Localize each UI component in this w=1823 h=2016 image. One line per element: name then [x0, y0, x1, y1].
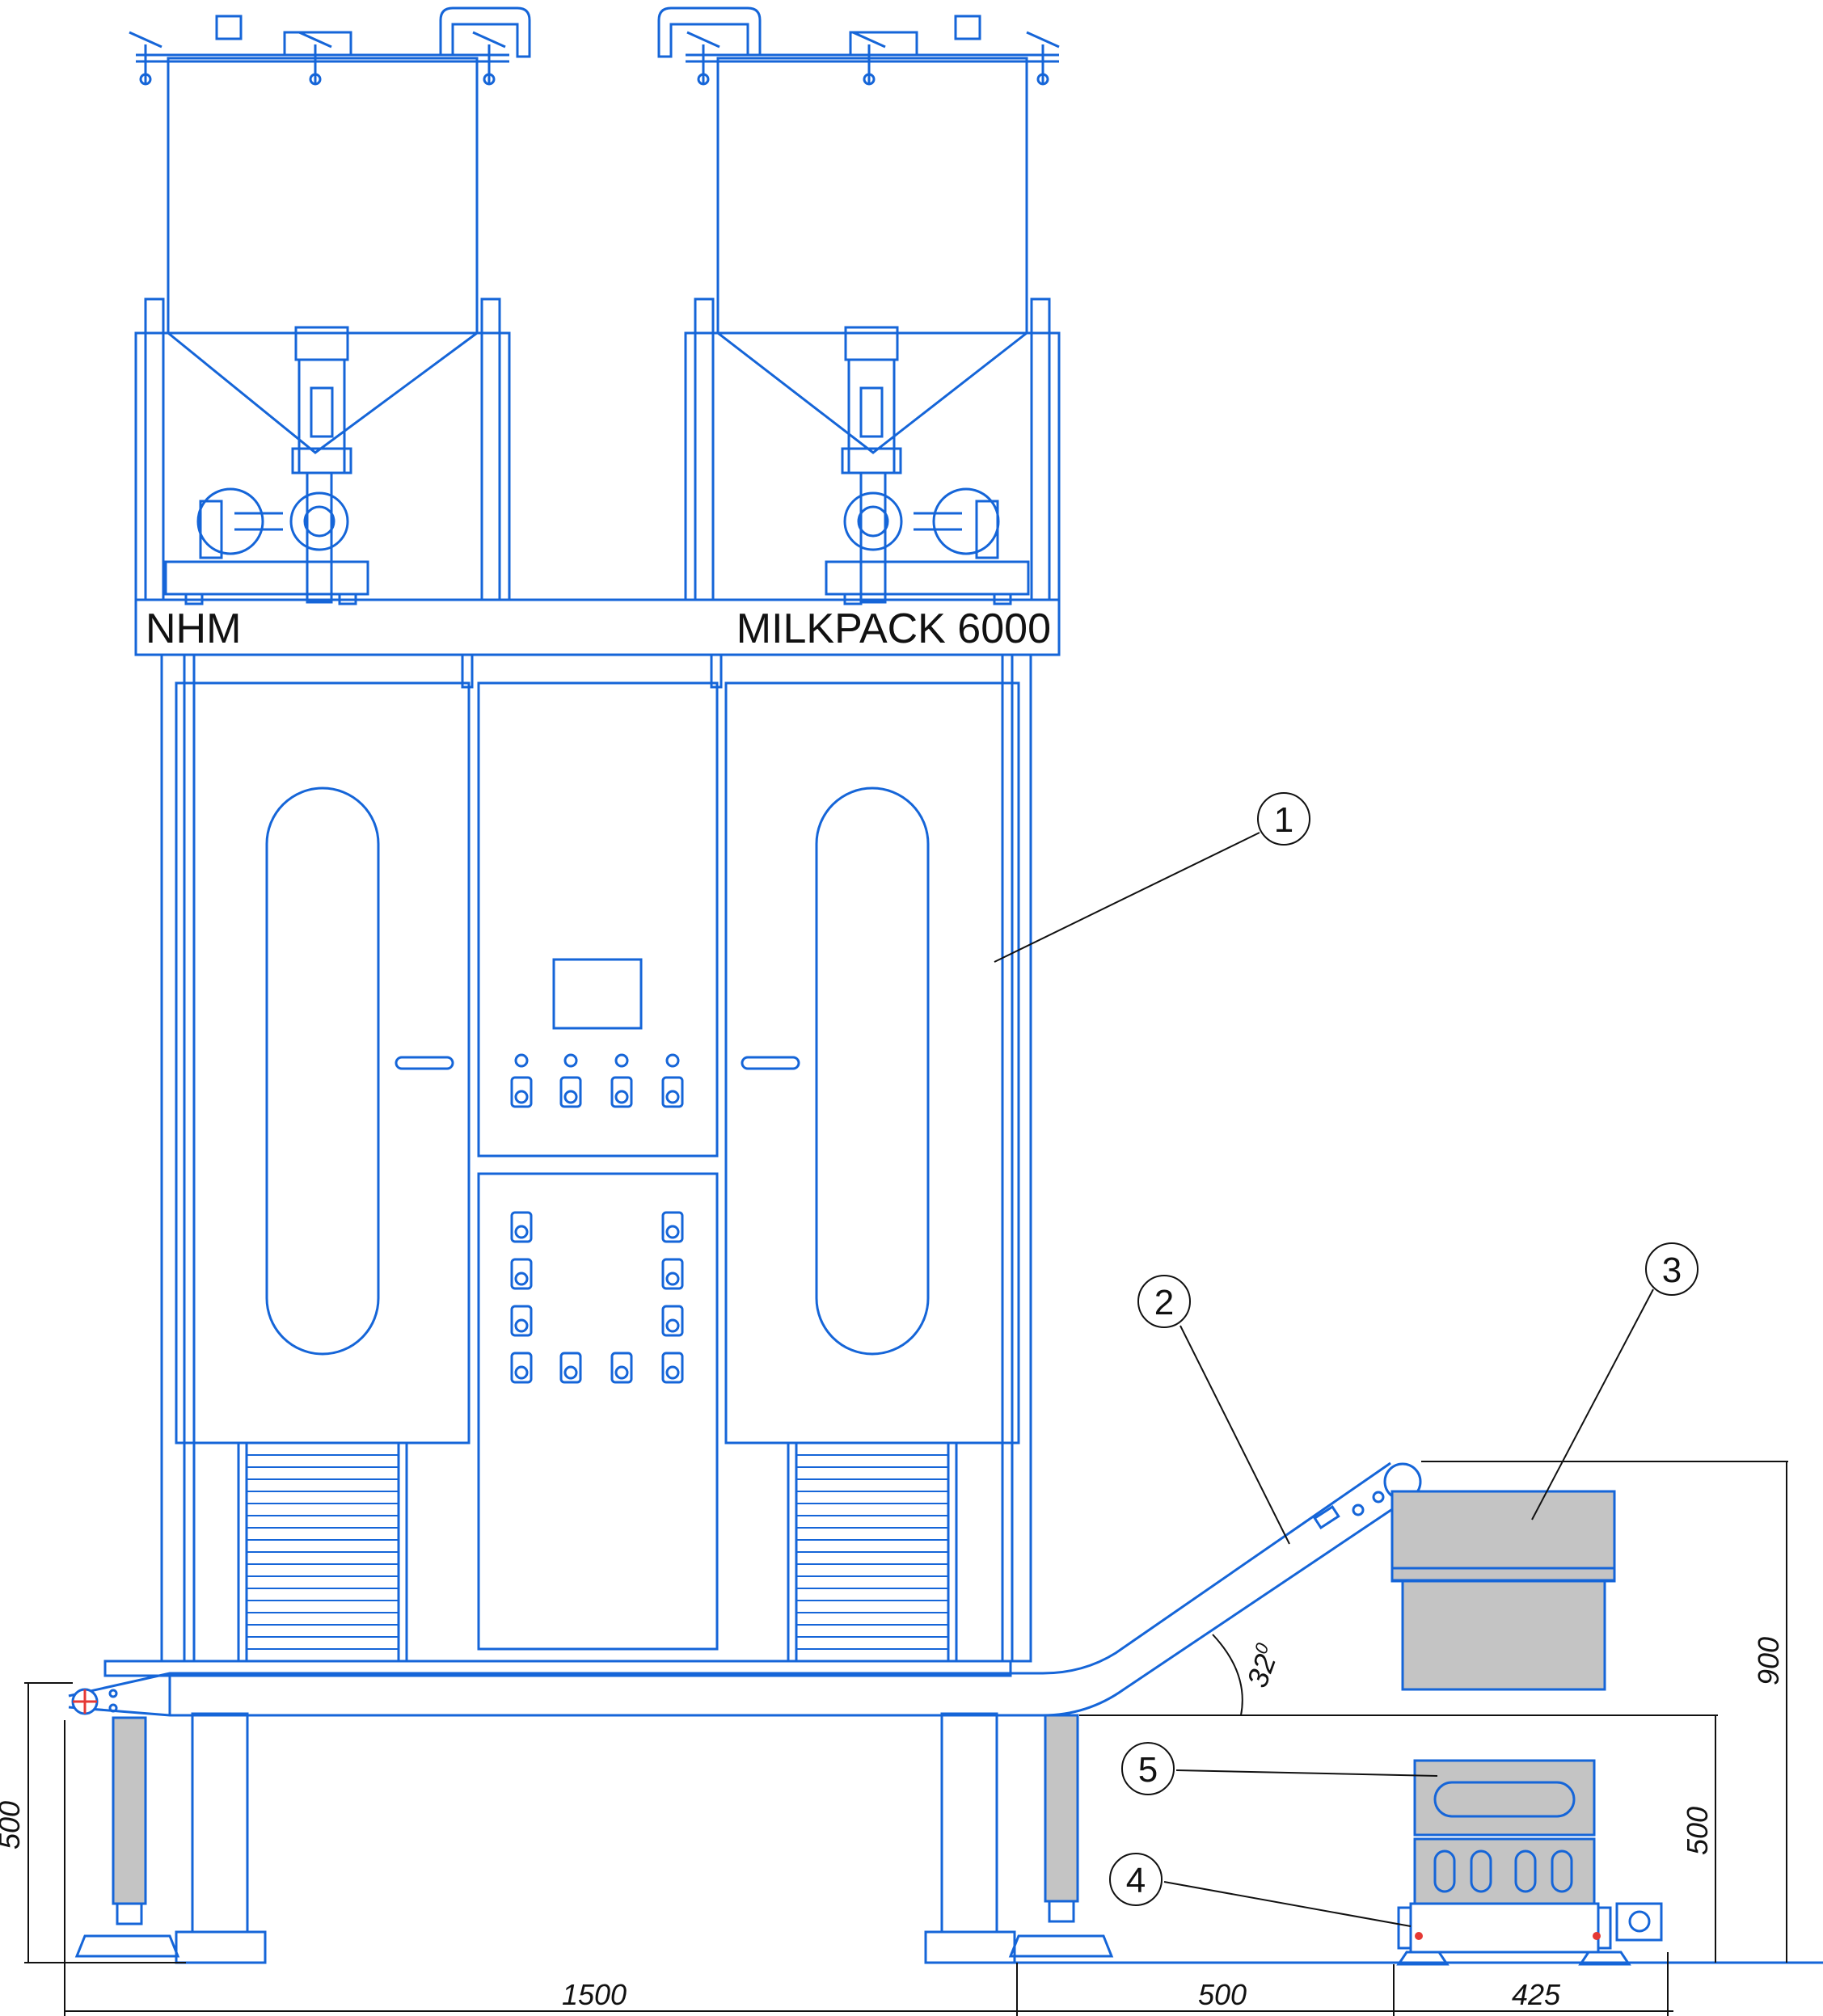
- callout-1: 1: [1274, 800, 1293, 840]
- conveyor: [68, 1461, 1422, 1958]
- hopper: [1390, 1490, 1616, 1691]
- indicator-lamps: [514, 1053, 680, 1068]
- switch-icons-lower: [510, 1211, 684, 1384]
- dim-height-left: 500: [0, 1801, 26, 1849]
- dim-height-right-high: 900: [1752, 1637, 1785, 1685]
- clamp-icons-right: [686, 31, 1060, 86]
- left-window: [265, 787, 380, 1356]
- dim-width-unit: 425: [1512, 1978, 1561, 2011]
- display-screen: [552, 958, 643, 1030]
- nameplate-right-text: MILKPACK 6000: [736, 605, 1051, 652]
- leg-left: [191, 1712, 249, 1934]
- switch-icons-upper: [510, 1076, 684, 1108]
- callout-3: 3: [1662, 1251, 1682, 1290]
- dim-height-right-low: 500: [1681, 1807, 1714, 1855]
- tank-left: [129, 6, 531, 605]
- unit: [1396, 1759, 1663, 1966]
- callout-2: 2: [1154, 1283, 1174, 1322]
- right-vent-grille: [787, 1441, 958, 1663]
- dimension-lines: [24, 1461, 1788, 2016]
- dim-angle: 320: [1239, 1640, 1286, 1692]
- leg-right: [940, 1712, 998, 1934]
- clamp-icons-left: [129, 31, 506, 86]
- right-window: [815, 787, 930, 1356]
- tank-right: [657, 6, 1061, 605]
- left-door-handle: [395, 1056, 454, 1070]
- right-door: [724, 681, 1020, 1445]
- left-vent-grille: [237, 1441, 408, 1663]
- nameplate-left-text: NHM: [146, 605, 241, 652]
- callout-5: 5: [1138, 1750, 1158, 1790]
- dim-width-machine: 1500: [562, 1978, 627, 2011]
- machine-body: [103, 653, 1032, 1964]
- callout-4: 4: [1126, 1861, 1146, 1900]
- left-door: [175, 681, 471, 1445]
- dim-width-gap: 500: [1198, 1978, 1247, 2011]
- upper-control-panel: [477, 681, 719, 1158]
- callouts: 1 2 3 4 5: [994, 792, 1699, 1927]
- right-door-handle: [741, 1056, 800, 1070]
- lower-control-panel: [477, 1172, 719, 1651]
